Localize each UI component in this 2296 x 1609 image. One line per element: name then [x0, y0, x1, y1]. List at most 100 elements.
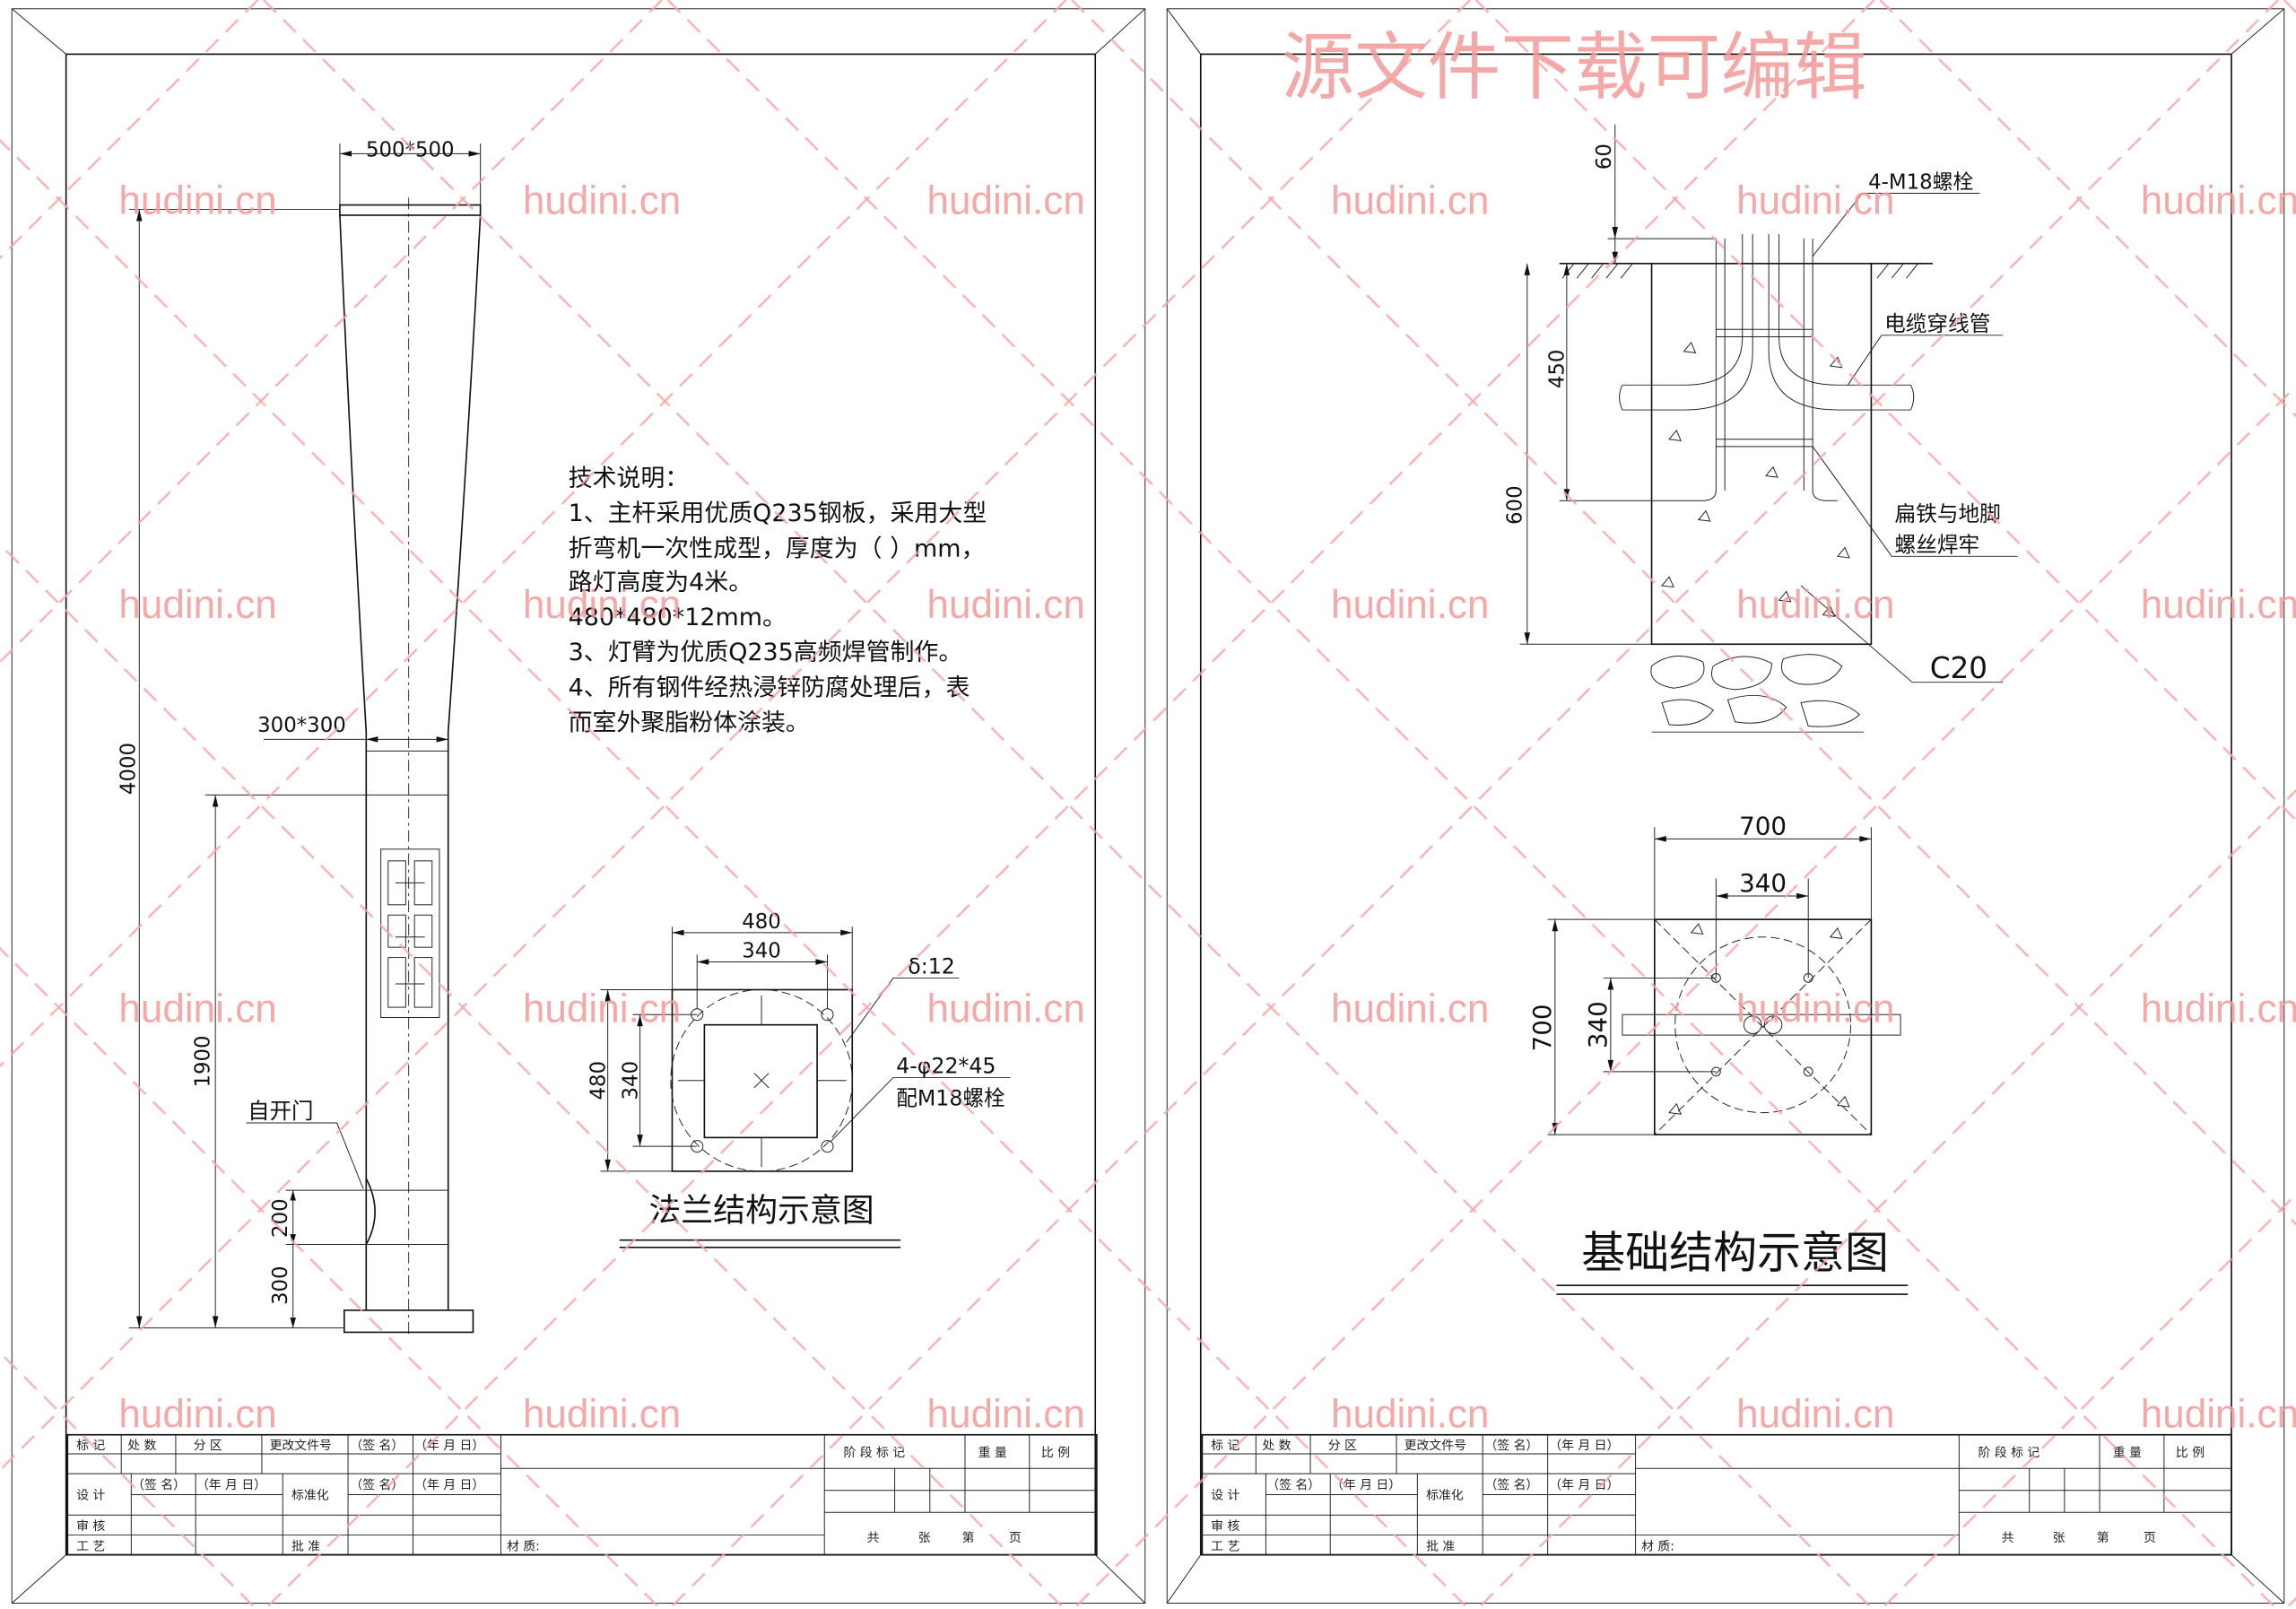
- plan-inner-dim: 340: [1739, 868, 1787, 898]
- tb-count: 处 数: [127, 1439, 156, 1453]
- tb-sheets-total: 共: [867, 1531, 880, 1545]
- watermark-text: hudini.cn: [118, 1393, 276, 1437]
- cable-conduit: [1619, 234, 1915, 411]
- watermark-line: [667, 0, 2280, 1609]
- tb-date: （年 月 日）: [414, 1439, 484, 1453]
- notes-line: 折弯机一次性成型，厚度为（ ）mm，: [569, 535, 986, 562]
- plan-inner-dim-vertical: 340: [1583, 1001, 1613, 1048]
- pole-left-edge: [339, 214, 368, 1310]
- tb-standard-date: （年 月 日）: [1549, 1478, 1619, 1492]
- foundation-section: 60 450 600 4-M18螺栓 电缆穿线管 扁铁与地脚 螺丝焊牢 C20: [1503, 124, 2018, 733]
- technical-notes: 技术说明： 1、主杆采用优质Q235钢板，采用大型 折弯机一次性成型，厚度为（ …: [569, 465, 987, 737]
- watermark-text: hudini.cn: [926, 1393, 1084, 1437]
- base-dim: 300: [269, 1265, 292, 1305]
- watermark-line: [263, 0, 1875, 1609]
- watermark-text: hudini.cn: [118, 178, 276, 222]
- notes-line: 而室外聚脂粉体涂装。: [569, 709, 810, 737]
- left-sheet: 500*500 300*300 4000 1900 200 300 自开门 技: [11, 8, 1146, 1604]
- watermark-text: hudini.cn: [523, 583, 681, 627]
- tb-standard: 标准化: [1426, 1489, 1464, 1503]
- weld-label-1: 扁铁与地脚: [1895, 501, 2001, 526]
- tb-review: 审 核: [1211, 1519, 1239, 1534]
- tb-scale: 比 例: [2176, 1446, 2205, 1460]
- tb-material: 材 质:: [1641, 1540, 1674, 1554]
- watermark-text: hudini.cn: [523, 178, 681, 222]
- right-sheet: 60 450 600 4-M18螺栓 电缆穿线管 扁铁与地脚 螺丝焊牢 C20: [1166, 8, 2285, 1604]
- tb-sheets: 张: [2053, 1531, 2066, 1545]
- watermark-text: hudini.cn: [2141, 178, 2296, 222]
- dim-top: 60: [1593, 144, 1616, 170]
- watermark-text: hudini.cn: [1331, 1393, 1489, 1437]
- tb-material: 材 质:: [507, 1540, 540, 1554]
- pole-base-plate: [344, 1309, 474, 1334]
- title-block-right: 标 记 处 数 分 区 更改文件号 （签 名） （年 月 日） 设 计 （签 名…: [1201, 1433, 2232, 1556]
- tb-sheet-no: 第: [2097, 1530, 2109, 1545]
- watermark-line: [0, 946, 663, 1609]
- flange-inner-dim-vertical: 340: [619, 1061, 642, 1100]
- pole-top-size-label: 500*500: [366, 139, 455, 162]
- pole-door: [365, 1178, 376, 1245]
- tb-process: 工 艺: [1211, 1540, 1239, 1554]
- dim-foundation-depth: 600: [1503, 485, 1526, 525]
- watermark-text: hudini.cn: [2141, 583, 2296, 627]
- tb-sign: （签 名）: [1484, 1438, 1538, 1453]
- watermark-text: hudini.cn: [118, 583, 276, 627]
- anchor-bolts: [1683, 239, 1838, 501]
- gravel-base: [1650, 654, 1865, 733]
- watermark-text: hudini.cn: [926, 178, 1084, 222]
- tb-date: （年 月 日）: [1549, 1439, 1619, 1453]
- tb-sheet-no: 第: [962, 1530, 975, 1545]
- tb-sheets-total: 共: [2002, 1531, 2014, 1545]
- pole-top-cap: [339, 204, 482, 216]
- tb-process: 工 艺: [76, 1540, 105, 1554]
- plan-outer-dim: 700: [1739, 811, 1787, 840]
- watermark-line: [0, 543, 1066, 1609]
- watermark-text: hudini.cn: [926, 987, 1084, 1031]
- tb-scale: 比 例: [1041, 1446, 1070, 1460]
- pole-height-dim: 4000: [117, 743, 140, 795]
- flange-pole-section: [703, 1023, 818, 1139]
- flange-outer-dim: 480: [742, 910, 781, 934]
- notes-line: 路灯高度为4米。: [569, 569, 753, 596]
- foundation-title: 基础结构示意图: [1581, 1228, 1889, 1279]
- notes-line: 3、灯臂为优质Q235高频焊管制作。: [569, 639, 963, 666]
- weld-label-2: 螺丝焊牢: [1895, 532, 1980, 557]
- tb-count: 处 数: [1262, 1439, 1291, 1453]
- bolt-label: 4-M18螺栓: [1868, 171, 1973, 195]
- watermark-text: hudini.cn: [1736, 1393, 1894, 1437]
- tb-page: 页: [1009, 1531, 1022, 1545]
- tb-standard-sign: （签 名）: [1484, 1477, 1538, 1492]
- watermark-text: hudini.cn: [118, 987, 276, 1031]
- tb-design-sign: （签 名）: [132, 1477, 186, 1492]
- flange-thickness-label: δ:12: [908, 954, 955, 979]
- tb-standard-sign: （签 名）: [350, 1477, 404, 1492]
- tb-approve: 批 准: [1426, 1540, 1455, 1554]
- pole-elevation: 500*500 300*300 4000 1900 200 300 自开门: [117, 139, 482, 1335]
- watermark-line: [0, 0, 1472, 1472]
- plan-conduit: [1622, 1013, 1901, 1036]
- watermark-text: hudini.cn: [2141, 987, 2296, 1031]
- tb-zone: 分 区: [194, 1439, 222, 1453]
- watermark-text: hudini.cn: [2141, 1393, 2296, 1437]
- watermark-banner: 源文件下载可编辑: [1282, 27, 1867, 109]
- title-block: 标 记 处 数 分 区 更改文件号 （签 名） （年 月 日） 设 计 （签 名…: [66, 1433, 1098, 1556]
- tb-weight: 重 量: [2113, 1446, 2142, 1460]
- tb-design: 设 计: [76, 1489, 105, 1503]
- watermark-text: hudini.cn: [1331, 987, 1489, 1031]
- watermark-text: hudini.cn: [1736, 178, 1894, 222]
- tb-change-doc: 更改文件号: [270, 1439, 332, 1453]
- tb-change-doc: 更改文件号: [1405, 1439, 1466, 1453]
- tb-mark: 标 记: [76, 1439, 105, 1453]
- tb-zone: 分 区: [1328, 1439, 1357, 1453]
- tb-weight: 重 量: [978, 1446, 1007, 1460]
- tb-page: 页: [2144, 1531, 2156, 1545]
- watermark-text: hudini.cn: [926, 583, 1084, 627]
- watermark-line: [1475, 788, 2296, 1609]
- notes-line: 4、所有钢件经热浸锌防腐处理后，表: [569, 674, 970, 701]
- tb-standard-date: （年 月 日）: [414, 1478, 484, 1492]
- door-height-dim: 1900: [192, 1035, 215, 1087]
- watermark-texts: hudini.cn hudini.cn hudini.cn hudini.cn hudi…: [118, 178, 2296, 1436]
- pole-right-edge: [447, 214, 482, 1310]
